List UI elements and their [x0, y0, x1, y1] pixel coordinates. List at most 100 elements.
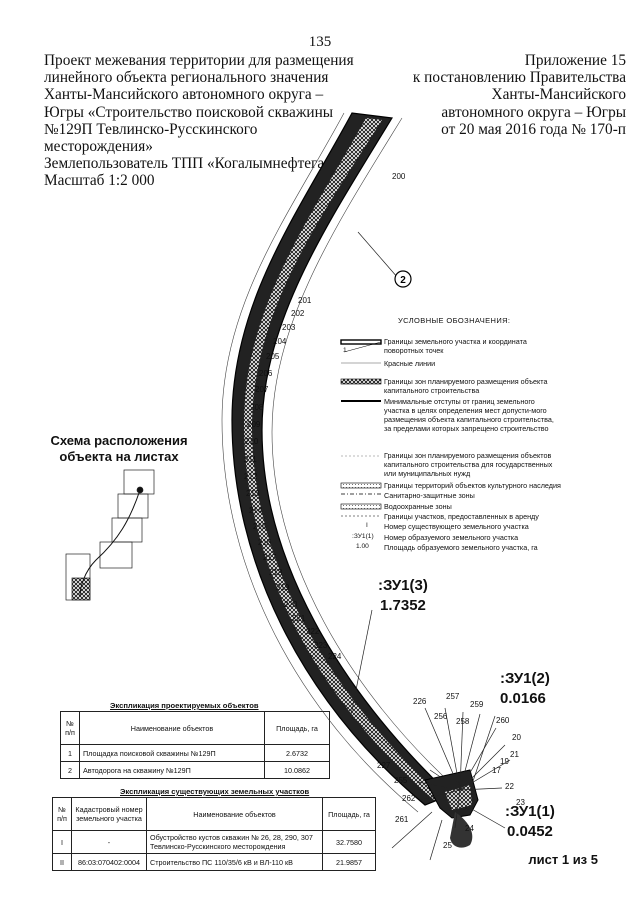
point-number: 210	[245, 437, 259, 446]
plot-area-label: 1.7352	[380, 597, 426, 614]
table-cell: 86:03:070402:0004	[71, 853, 147, 871]
point-number: 25	[443, 841, 452, 850]
legend-symbol-label: :ЗУ1(1)	[352, 533, 374, 540]
legend-symbol-label: 1.00	[356, 543, 369, 550]
table2-title: Экспликация существующих земельных участ…	[120, 787, 310, 796]
table-cell: 2.6732	[264, 744, 330, 762]
well-pad-area	[424, 769, 479, 848]
table-cell: 32.7580	[322, 830, 376, 854]
legend-item-text: Площадь образуемого земельного участка, …	[384, 543, 538, 552]
table-cell: I	[52, 830, 72, 854]
table-row: 2 Автодорога на скважину №129П 10.0862	[60, 761, 330, 779]
project-title-line: Проект межевания территории для размещен…	[44, 52, 354, 69]
plot-id-label: :ЗУ1(1)	[505, 803, 555, 820]
sheet-label: лист 1 из 5	[528, 852, 598, 867]
point-number: 203	[282, 323, 296, 332]
table-row: II 86:03:070402:0004 Строительство ПС 11…	[52, 853, 376, 871]
table-header-cell: Площадь, га	[322, 797, 376, 831]
table-cell: II	[52, 853, 72, 871]
rays	[391, 707, 511, 861]
table1-title: Экспликация проектируемых объектов	[110, 701, 259, 710]
point-number: 214	[249, 506, 263, 515]
point-number: 218	[269, 568, 283, 577]
project-title-block: Проект межевания территории для размещен…	[44, 52, 354, 190]
point-number: 261	[395, 815, 409, 824]
point-number: 21	[510, 750, 519, 759]
project-title-line: №129П Тевлинско-Русскинского	[44, 120, 258, 138]
point-number: 205	[266, 352, 280, 361]
point-number: 17	[492, 766, 501, 775]
table-cell: Автодорога на скважину №129П	[79, 761, 265, 779]
project-title-line: Ханты-Мансийского автономного округа –	[44, 86, 324, 104]
legend-item-text: Границы территорий объектов культурного …	[384, 481, 561, 490]
table-cell: 10.0862	[264, 761, 330, 779]
point-number: 200	[392, 172, 406, 181]
appendix-line: автономного округа – Югры	[441, 103, 626, 121]
point-number: 212	[244, 472, 258, 481]
table-header-cell: Кадастровый номер земельного участка	[71, 797, 147, 831]
point-number: 226	[413, 697, 427, 706]
legend-item-text: Границы зон планируемого размещения объе…	[384, 451, 553, 478]
point-number: 260	[496, 716, 510, 725]
point-number: 209	[247, 420, 261, 429]
point-number: 258	[456, 717, 470, 726]
table-header-cell: № п/п	[52, 797, 72, 831]
legend-item-text: Номер образуемого земельного участка	[384, 533, 519, 542]
plot-leaders	[349, 231, 506, 829]
table-header-cell: № п/п	[60, 711, 80, 745]
point-number: 215	[253, 522, 267, 531]
table-cell: Обустройство кустов скважин № 26, 28, 29…	[146, 830, 323, 854]
project-title-line: линейного объекта регионального значения	[44, 69, 329, 87]
circle-marker: 2	[394, 270, 412, 288]
appendix-line: к постановлению Правительства	[412, 69, 626, 87]
point-number: 223	[314, 641, 328, 650]
point-number: 256	[434, 712, 448, 721]
point-number: 204	[273, 337, 287, 346]
point-number: 217	[263, 553, 277, 562]
point-number: 220	[284, 600, 298, 609]
table-row: I - Обустройство кустов скважин № 26, 28…	[52, 830, 376, 854]
legend-symbol-label: 1	[343, 347, 347, 354]
appendix-line: от 20 мая 2016 года № 170-п	[441, 120, 626, 138]
legend-item-text: Номер существующего земельного участка	[384, 522, 529, 531]
plot-id-label: :ЗУ1(2)	[500, 670, 550, 687]
appendix-block: Приложение 15 к постановлению Правительс…	[356, 52, 626, 138]
point-number: 221	[292, 614, 306, 623]
point-number: 259	[470, 700, 484, 709]
point-number: 208	[250, 403, 264, 412]
table-cell: Площадка поисковой скважины №129П	[79, 744, 265, 762]
legend-title: УСЛОВНЫЕ ОБОЗНАЧЕНИЯ:	[398, 316, 511, 325]
table-header-cell: Наименование объектов	[146, 797, 323, 831]
point-number: 224	[328, 652, 342, 661]
table-cell: 21.9857	[322, 853, 376, 871]
table-header-cell: Площадь, га	[264, 711, 330, 745]
point-number: 219	[276, 583, 290, 592]
table-cell: -	[71, 830, 147, 854]
point-number: 201	[298, 296, 312, 305]
table-header-cell: Наименование объектов	[79, 711, 265, 745]
table-header-row: № п/п Наименование объектов Площадь, га	[60, 711, 330, 745]
table-cell: 1	[60, 744, 80, 762]
appendix-line: Приложение 15	[524, 52, 626, 69]
table-row: 1 Площадка поисковой скважины №129П 2.67…	[60, 744, 330, 762]
point-number: 213	[246, 489, 260, 498]
point-number: 202	[291, 309, 305, 318]
project-title-line: Югры «Строительство поисковой скважины	[44, 103, 334, 121]
point-number: 222	[306, 627, 320, 636]
legend-symbols	[340, 339, 382, 517]
point-number: 262	[402, 794, 416, 803]
table-cell: Строительство ПС 110/35/6 кВ и ВЛ-110 кВ	[146, 853, 323, 871]
page-number: 135	[308, 34, 332, 50]
project-title-line: месторождения»	[44, 138, 153, 156]
point-number: 255	[394, 776, 408, 785]
point-number: 24	[465, 824, 474, 833]
point-number: 22	[505, 782, 514, 791]
legend-symbol-label: I	[366, 522, 368, 529]
point-number: 19	[500, 757, 509, 766]
point-number: 20	[512, 733, 521, 742]
legend-item-text: Водоохранные зоны	[384, 502, 452, 511]
table-header-row: № п/п Кадастровый номер земельного участ…	[52, 797, 376, 831]
legend-item-text: Границы зон планируемого размещения объе…	[384, 377, 548, 395]
appendix-line: Ханты-Мансийского	[491, 86, 626, 104]
circle-marker-label: 2	[400, 275, 406, 286]
